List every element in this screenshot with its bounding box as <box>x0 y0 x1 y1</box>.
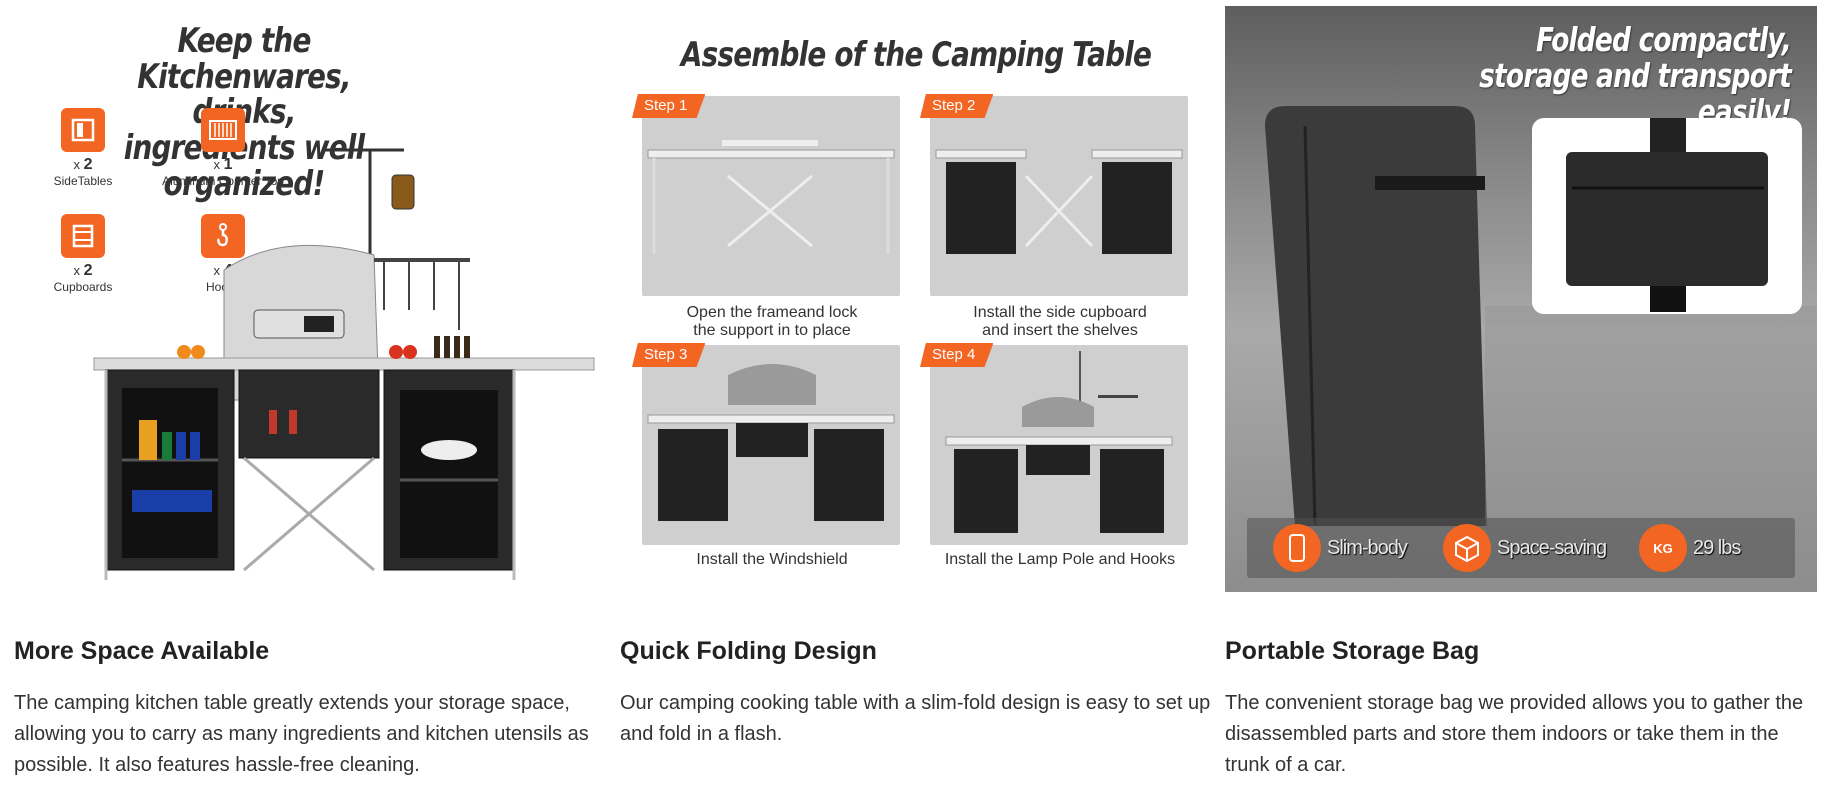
caption-body: Our camping cooking table with a slim-fo… <box>620 692 1211 745</box>
accessory-side-tables: x 2 SideTables <box>28 108 138 188</box>
cupboard-icon <box>61 214 105 258</box>
step-text-line: the support in to place <box>693 322 851 339</box>
accessory-label: Cupboards <box>53 280 113 294</box>
feature-column-space: Keep the Kitchenwares, drinks, ingredien… <box>14 0 606 776</box>
step-1-illustration <box>647 140 895 254</box>
feature-weight: KG 29 lbs <box>1639 524 1741 572</box>
feature-column-folding: Assemble of the Camping Table Step 1 Ope… <box>620 0 1212 745</box>
product-image-organized: Keep the Kitchenwares, drinks, ingredien… <box>14 0 606 592</box>
step-badge: Step 1 <box>632 94 706 118</box>
assembly-step-1: Step 1 <box>632 94 900 296</box>
step-badge: Step 3 <box>632 343 706 367</box>
headline-line-1: Folded compactly, <box>1536 20 1792 59</box>
panel-headline: Folded compactly, storage and transport … <box>1455 20 1792 130</box>
step-4-text: Install the Lamp Pole and Hooks <box>920 551 1200 569</box>
step-badge: Step 4 <box>920 343 994 367</box>
feature-column-storage-bag: Folded compactly, storage and transport … <box>1225 0 1817 776</box>
assembly-step-4: Step 4 <box>920 343 1188 545</box>
feature-label: Slim-body <box>1327 536 1408 559</box>
qty-value: 1 <box>223 156 233 173</box>
qty-prefix: x <box>73 157 80 172</box>
feature-label: Space-saving <box>1497 536 1607 559</box>
assembly-step-3: Step 3 <box>632 343 900 545</box>
accessory-list: x 2 SideTables x 1 Aluminum Counter Top … <box>42 108 284 308</box>
accessory-counter-top: x 1 Aluminum Counter Top <box>153 108 293 188</box>
side-table-icon <box>61 108 105 152</box>
headline-line-1: Keep the Kitchenwares, drinks, <box>137 21 351 130</box>
feature-bar: Slim-body Space-saving KG 29 lbs <box>1247 518 1795 578</box>
accessory-label: Aluminum Counter Top <box>162 174 284 188</box>
product-image-assembly: Assemble of the Camping Table Step 1 Ope… <box>620 0 1212 592</box>
step-4-illustration <box>945 351 1173 533</box>
feature-label: 29 lbs <box>1693 536 1741 559</box>
panel-headline: Assemble of the Camping Table <box>680 35 1152 75</box>
caption-title: More Space Available <box>14 637 270 665</box>
feature-space-saving: Space-saving <box>1443 524 1607 572</box>
accessory-cupboards: x 2 Cupboards <box>28 214 138 294</box>
caption-title: Portable Storage Bag <box>1225 637 1480 665</box>
weight-icon: KG <box>1639 524 1687 572</box>
hook-icon <box>201 214 245 258</box>
qty-value: 2 <box>83 262 93 279</box>
step-badge: Step 2 <box>920 94 994 118</box>
step-text-line: Install the Windshield <box>696 551 848 568</box>
feature-slim-body: Slim-body <box>1273 524 1408 572</box>
step-3-illustration <box>647 364 895 521</box>
step-text-line: Install the Lamp Pole and Hooks <box>944 551 1176 568</box>
product-image-storage-bag: Folded compactly, storage and transport … <box>1225 0 1817 592</box>
caption-body: The camping kitchen table greatly extend… <box>14 692 589 776</box>
step-2-text: Install the side cupboard and insert the… <box>920 304 1200 340</box>
qty-prefix: x <box>73 263 80 278</box>
step-3-text: Install the Windshield <box>632 551 912 569</box>
accessory-label: SideTables <box>53 174 113 188</box>
bag-carry-inset <box>1532 118 1802 314</box>
counter-top-icon <box>201 108 245 152</box>
caption-body: The convenient storage bag we provided a… <box>1225 692 1804 776</box>
step-2-illustration <box>935 149 1183 254</box>
qty-prefix: x <box>213 263 220 278</box>
carried-bag-illustration <box>1566 118 1768 312</box>
space-saving-icon <box>1443 524 1491 572</box>
qty-prefix: x <box>213 157 220 172</box>
slim-body-icon <box>1273 524 1321 572</box>
step-text-line: Install the side cupboard <box>973 304 1147 321</box>
qty-value: 2 <box>83 156 93 173</box>
step-text-line: and insert the shelves <box>982 322 1138 339</box>
camping-kitchen-table-illustration <box>93 148 595 580</box>
step-1-text: Open the frameand lock the support in to… <box>632 304 912 340</box>
caption-title: Quick Folding Design <box>620 637 877 665</box>
assembly-step-2: Step 2 <box>920 94 1188 296</box>
step-text-line: Open the frameand lock <box>686 304 858 321</box>
